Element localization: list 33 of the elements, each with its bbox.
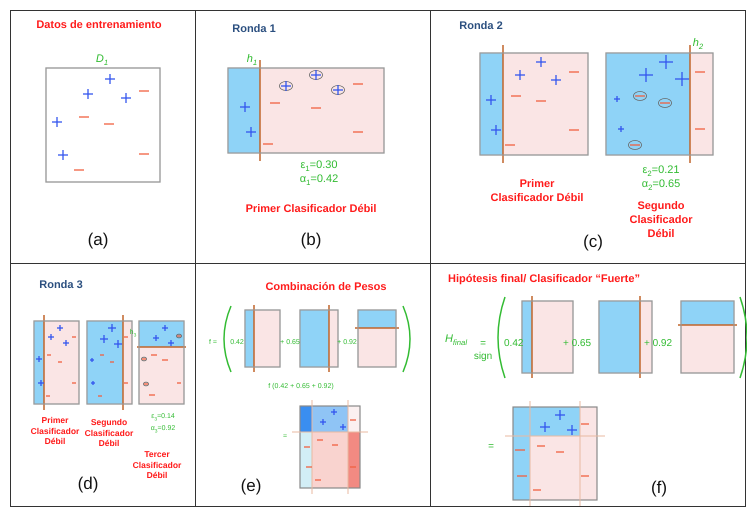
panel-title: Primer Clasificador Débil (490, 178, 584, 206)
formula-text: H$_{final}$ (444, 333, 468, 348)
panel-title: Primer Clasificador Débil (244, 203, 378, 217)
formula-text: h$_{2}$ (692, 37, 704, 52)
formula-text: + 0.65 (562, 338, 592, 350)
classifier-label: Tercer Clasificador Débil (132, 449, 182, 481)
panel-caption: (b) (300, 229, 322, 250)
panel-caption: (a) (86, 229, 110, 250)
panel-caption: (d) (76, 473, 100, 494)
panel (10, 263, 196, 507)
formula-text: = sign (472, 338, 494, 363)
round-heading: Ronda 2 (458, 20, 504, 34)
formula-text: h$_{1}$ (246, 53, 258, 68)
formula-text: = (487, 441, 495, 454)
panel-title: Segundo Clasificador Débil (628, 200, 694, 242)
panel (430, 10, 746, 264)
round-heading: Ronda 1 (231, 23, 277, 37)
panel-title: Datos de entrenamiento (35, 19, 163, 33)
panel-title: Hipótesis final/ Clasificador “Fuerte” (447, 273, 641, 287)
formula-text: D$_{1}$ (94, 53, 110, 68)
formula-text: ε$_{2}$=0.21 (641, 164, 681, 179)
panel (10, 10, 196, 264)
panel-title: Combinación de Pesos (264, 281, 388, 295)
formula-text: + 0.92 (642, 338, 674, 350)
panel-caption: (c) (582, 231, 604, 252)
formula-text: ε$_{1}$=0.30 (299, 159, 339, 174)
panel-caption: (f) (650, 477, 668, 498)
panel-caption: (e) (240, 475, 262, 496)
round-heading: Ronda 3 (38, 279, 84, 293)
formula-text: α$_{2}$=0.65 (640, 178, 682, 193)
formula-text: 0.42 (504, 338, 522, 350)
panel (430, 263, 746, 507)
formula-text: α$_{1}$=0.42 (298, 173, 340, 188)
